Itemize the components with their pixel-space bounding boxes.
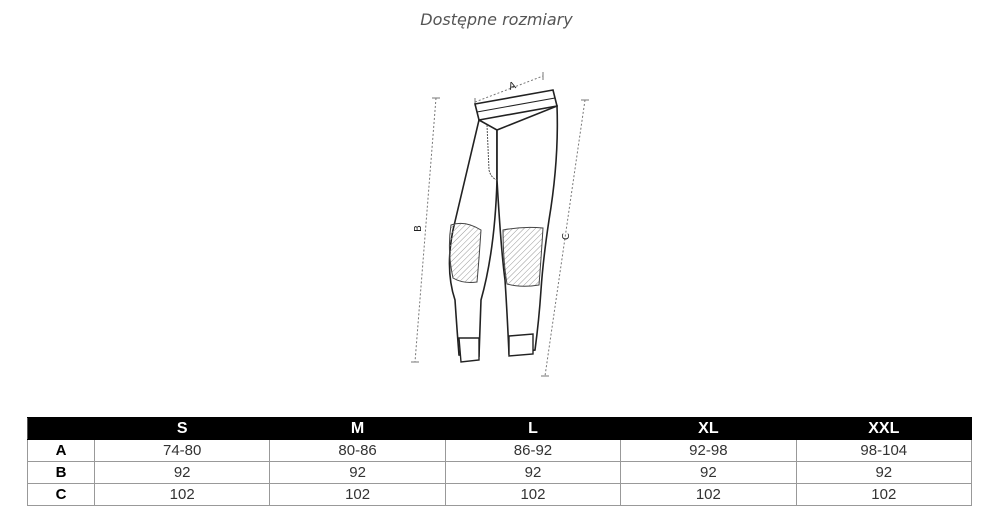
right-knee-panel (502, 226, 544, 287)
table-cell: 74-80 (93, 439, 271, 462)
size-table-header-row: S M L XL XXL (27, 417, 973, 440)
leggings-illustration: A B C (405, 70, 595, 385)
left-knee-panel (448, 222, 482, 283)
table-cell: 102 (620, 483, 797, 506)
right-cuff (508, 333, 534, 357)
table-cell: 102 (269, 483, 446, 506)
size-table: S M L XL XXL A 74-80 80-86 86-92 92-98 9… (27, 417, 973, 506)
table-cell: 92 (93, 461, 271, 484)
header-size: XXL (795, 417, 973, 440)
header-size: L (444, 417, 622, 440)
label-c: C (561, 233, 572, 240)
header-corner (27, 417, 95, 440)
table-cell: 98-104 (795, 439, 973, 462)
header-size: XL (620, 417, 797, 440)
left-cuff (458, 337, 480, 363)
row-label: B (27, 461, 95, 484)
dimension-b-line (411, 97, 440, 363)
table-row: A 74-80 80-86 86-92 92-98 98-104 (27, 439, 973, 462)
leggings-diagram: A B C (411, 72, 589, 377)
row-label: A (27, 439, 95, 462)
table-cell: 92 (444, 461, 622, 484)
table-cell: 92 (795, 461, 973, 484)
table-cell: 102 (93, 483, 271, 506)
page-title: Dostępne rozmiary (420, 10, 573, 29)
table-cell: 80-86 (269, 439, 446, 462)
table-cell: 92 (620, 461, 797, 484)
header-size: S (93, 417, 271, 440)
label-b: B (413, 225, 424, 232)
table-row: C 102 102 102 102 102 (27, 483, 973, 506)
dimension-c-line (541, 99, 589, 377)
table-cell: 102 (444, 483, 622, 506)
table-cell: 92 (269, 461, 446, 484)
row-label: C (27, 483, 95, 506)
table-cell: 86-92 (444, 439, 622, 462)
table-row: B 92 92 92 92 92 (27, 461, 973, 484)
table-cell: 92-98 (620, 439, 797, 462)
label-a: A (508, 80, 518, 93)
header-size: M (269, 417, 446, 440)
table-cell: 102 (795, 483, 973, 506)
